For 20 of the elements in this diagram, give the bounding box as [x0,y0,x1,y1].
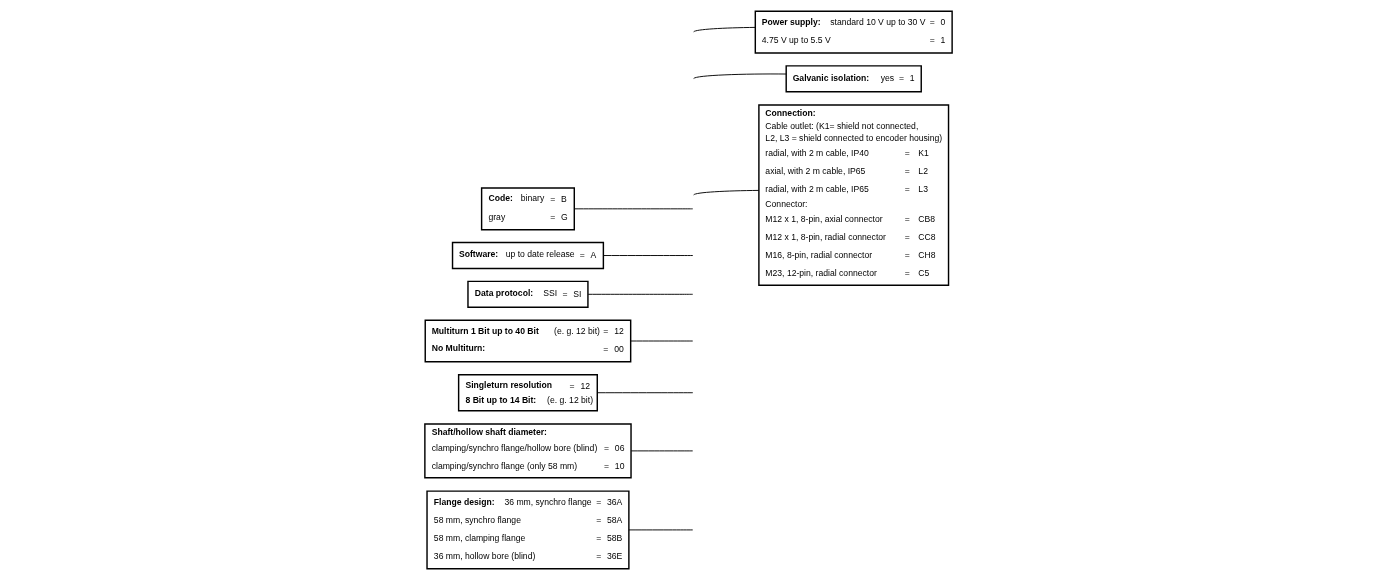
connector [692,189,759,196]
node-box: Multiturn 1 Bit up to 40 Bit (e. g. 12 bit) = 12 No Multiturn: = 00 [424,319,631,363]
connector [627,529,693,531]
node-box: Power supply: standard 10 V up to 30 V = 0 4.75 V up to 5.5 V = 1 [754,10,953,54]
node-box: Flange design: 36 mm, synchro flange = 36A 58 mm, synchro flange = 58A 58 mm, clamping flange = 58B 36 mm, hollow bore (blind) = 36E [425,490,630,570]
node-box: Shaft/hollow shaft diameter: clamping/synchro flange/hollow bore (blind) = 06 clamping/synchro flange (only 58 mm) = 10 [423,423,632,479]
node-box: Galvanic isolation: yes = 1 [784,65,922,93]
connector [602,255,693,256]
node-box: Singleturn resolution = 12 8 Bit up to 14 Bit: (e. g. 12 bit) [457,374,598,412]
connector [629,340,693,342]
node-box: Data protocol: SSI = SI [466,280,589,308]
connector [692,73,787,79]
node-box: Software: up to date release = A [451,241,604,270]
node-box: Code: binary = B gray = G [480,187,575,231]
connector [692,26,756,33]
connector [573,208,693,210]
connector [630,450,693,452]
node-box: Connection: Cable outlet: (K1= shield not connected, L2, L3 = shield connected to encoder housing) radial, with 2 m cable, IP40 = K1 axial, with 2 m cable, IP65 = L2 radial, with 2 m cable, IP65 = L3 Connector: M12 x 1, 8-pin, axial connector = CB8 M12 x 1, 8-pin, radial connector = CC8 M16, 8-pin, radial connector = CH8 M23, 12-pin, radial connector = C5 [757,104,949,287]
connector [587,293,693,295]
connector [596,392,693,394]
